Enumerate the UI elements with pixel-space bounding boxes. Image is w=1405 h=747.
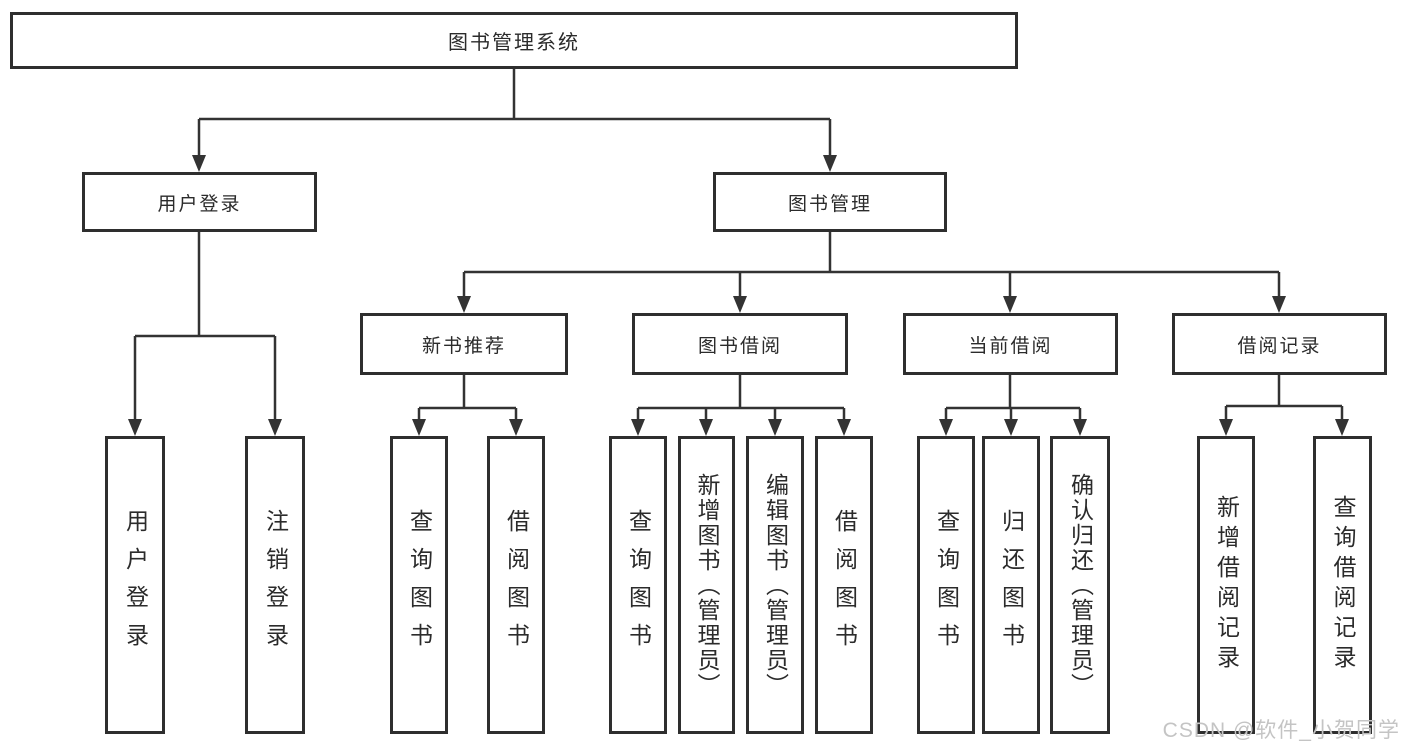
leaf-edit-books-admin: 编辑图书（管理员） <box>746 436 804 734</box>
leaf-return-books-label: 归还图书 <box>998 509 1025 661</box>
node-new-book-recommend-label: 新书推荐 <box>421 335 506 357</box>
leaf-query-books-borrow: 查询图书 <box>609 436 667 734</box>
node-current-borrow: 当前借阅 <box>903 313 1118 375</box>
leaf-logout-label: 注销登录 <box>262 509 289 661</box>
leaf-user-login: 用户登录 <box>105 436 165 734</box>
leaf-query-books-current-label: 查询图书 <box>933 509 960 661</box>
leaf-return-books: 归还图书 <box>982 436 1040 734</box>
leaf-logout: 注销登录 <box>245 436 305 734</box>
node-user-login-label: 用户登录 <box>157 193 242 215</box>
leaf-query-borrow-record-label: 查询借阅记录 <box>1330 495 1356 675</box>
root-node-label: 图书管理系统 <box>448 32 580 54</box>
node-book-management: 图书管理 <box>713 172 947 232</box>
watermark: CSDN @软件_小贺同学 <box>1162 719 1400 742</box>
root-node: 图书管理系统 <box>10 12 1018 69</box>
node-user-login: 用户登录 <box>82 172 317 232</box>
leaf-borrow-books: 借阅图书 <box>815 436 873 734</box>
node-current-borrow-label: 当前借阅 <box>968 335 1053 357</box>
leaf-query-books-recommend-label: 查询图书 <box>406 509 433 661</box>
leaf-confirm-return-admin: 确认归还（管理员） <box>1050 436 1110 734</box>
node-book-borrow: 图书借阅 <box>632 313 848 375</box>
leaf-borrow-books-recommend: 借阅图书 <box>487 436 545 734</box>
leaf-user-login-label: 用户登录 <box>122 509 149 661</box>
leaf-borrow-books-recommend-label: 借阅图书 <box>503 509 530 661</box>
node-borrow-records-label: 借阅记录 <box>1237 335 1322 357</box>
leaf-edit-books-admin-label: 编辑图书（管理员） <box>762 472 789 698</box>
leaf-add-books-admin: 新增图书（管理员） <box>678 436 735 734</box>
leaf-add-books-admin-label: 新增图书（管理员） <box>694 472 720 698</box>
node-book-borrow-label: 图书借阅 <box>697 335 782 357</box>
leaf-query-books-current: 查询图书 <box>917 436 975 734</box>
leaf-query-books-recommend: 查询图书 <box>390 436 448 734</box>
leaf-query-borrow-record: 查询借阅记录 <box>1313 436 1372 734</box>
node-borrow-records: 借阅记录 <box>1172 313 1387 375</box>
node-new-book-recommend: 新书推荐 <box>360 313 568 375</box>
leaf-borrow-books-label: 借阅图书 <box>831 509 858 661</box>
leaf-query-books-borrow-label: 查询图书 <box>625 509 652 661</box>
leaf-add-borrow-record: 新增借阅记录 <box>1197 436 1255 734</box>
leaf-add-borrow-record-label: 新增借阅记录 <box>1213 495 1240 675</box>
node-book-management-label: 图书管理 <box>787 193 872 215</box>
leaf-confirm-return-admin-label: 确认归还（管理员） <box>1067 472 1094 698</box>
